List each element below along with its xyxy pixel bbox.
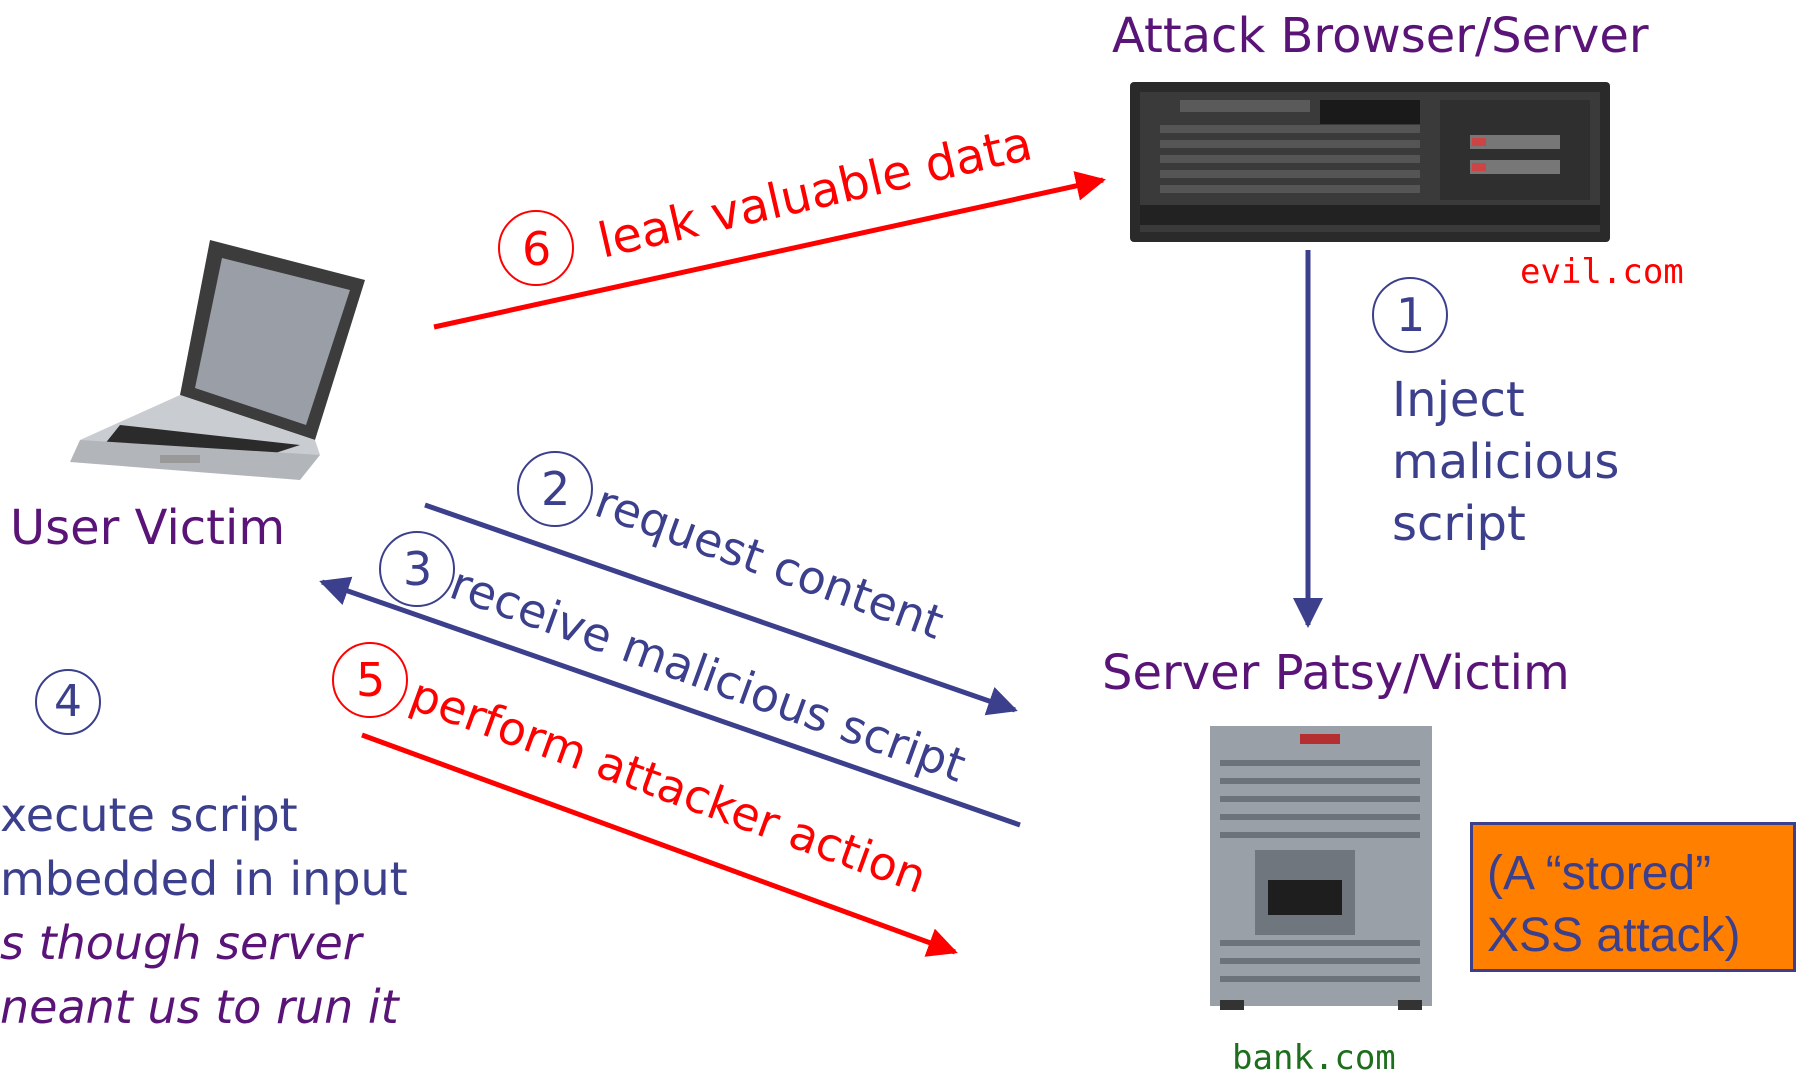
laptop-image <box>70 240 365 480</box>
arrow-5-perform <box>361 732 958 957</box>
step-4-circle <box>35 669 101 735</box>
attack-server-image <box>1130 82 1610 242</box>
step-3-circle <box>379 531 455 607</box>
step-1-circle <box>1372 277 1448 353</box>
step-6-circle <box>498 210 574 286</box>
attacker-title: Attack Browser/Server <box>1112 8 1649 64</box>
step-6-number: 6 <box>522 222 552 276</box>
step-1-line-2: malicious <box>1392 434 1620 490</box>
server-domain: bank.com <box>1232 1038 1396 1078</box>
arrow-2-request <box>424 502 1018 716</box>
user-victim-title: User Victim <box>10 500 286 556</box>
step-3-number: 3 <box>403 542 433 596</box>
attacker-domain: evil.com <box>1520 252 1684 292</box>
step-4-line-1: xecute script <box>0 788 298 842</box>
step-4-number: 4 <box>54 676 82 727</box>
arrow-3-receive <box>319 576 1021 828</box>
step-1-number: 1 <box>1396 288 1426 342</box>
step-4-line-3: s though server <box>0 916 362 970</box>
step-2-circle <box>517 451 593 527</box>
step-5-number: 5 <box>356 653 386 707</box>
arrow-6-leak <box>433 171 1106 330</box>
step-5-circle <box>332 642 408 718</box>
step-4-line-4: neant us to run it <box>0 980 399 1034</box>
note-line-2: XSS attack) <box>1487 909 1741 962</box>
stored-xss-note: (A “stored” XSS attack) <box>1470 822 1796 972</box>
note-line-1: (A “stored” <box>1487 847 1712 900</box>
step-1-line-1: Inject <box>1392 372 1525 428</box>
bank-server-image <box>1210 726 1432 1010</box>
step-4-line-2: mbedded in input <box>0 852 408 906</box>
step-2-number: 2 <box>541 462 571 516</box>
server-title: Server Patsy/Victim <box>1102 645 1570 701</box>
step-1-line-3: script <box>1392 496 1526 552</box>
